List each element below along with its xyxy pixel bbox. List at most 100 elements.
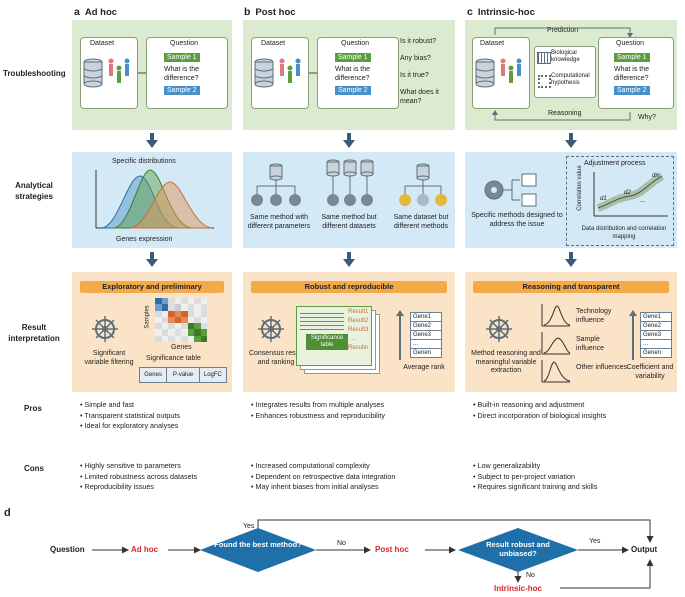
sample1-tag-b: Sample 1 — [335, 53, 371, 62]
post-question-1: Is it robust? — [400, 38, 437, 45]
panel-analytical-a — [72, 152, 232, 248]
significance-table: Genes P-value LogFC — [139, 367, 227, 383]
table-col-logfc: LogFC — [203, 372, 222, 378]
significance-table-label: Significance table — [146, 355, 201, 362]
gene-item: Gene3 — [641, 331, 671, 340]
down-arrow-icon — [565, 259, 577, 267]
consensus-label: Consensus result and ranking — [248, 350, 304, 366]
connector-a — [137, 72, 147, 74]
flow-intrinsic: Intrinsic-hoc — [494, 584, 543, 593]
result-n: Resultn — [348, 345, 369, 351]
gene-item: Gene2 — [641, 322, 671, 331]
sample1-tag-a: Sample 1 — [164, 53, 200, 62]
gene-item: Genen — [643, 350, 662, 356]
gene-item: Gene1 — [641, 313, 671, 322]
d2-label: d2 — [624, 190, 631, 196]
cons-item: May inherit biases from initial analyses — [251, 482, 395, 493]
gene-item: Gene3 — [411, 331, 441, 340]
influence-curves — [541, 304, 571, 383]
same-dataset-label: Same dataset but different methods — [393, 214, 449, 230]
arrow-shaft — [347, 252, 351, 260]
significant-filtering-label: Significant variable filtering — [84, 350, 134, 366]
cons-item: Dependent on retrospective data integrat… — [251, 472, 396, 483]
down-arrow-icon — [343, 140, 355, 148]
question-box-b — [317, 37, 399, 109]
dataset-label-b: Dataset — [261, 40, 286, 47]
row-label-analytical: Analytical strategies — [15, 181, 53, 201]
data-distribution-label: Data distribution and correlation mappin… — [581, 226, 667, 240]
question-box-a — [146, 37, 228, 109]
comp-hypothesis-label: Computational hypothesis — [551, 73, 590, 86]
database-people-icon — [475, 58, 522, 88]
diff-text-c: What is the difference? — [614, 66, 650, 82]
heatmap — [155, 298, 207, 342]
database-people-icon — [254, 58, 301, 88]
flowchart — [92, 519, 654, 589]
gene-item: Gene2 — [411, 322, 441, 331]
pros-item: Built-in reasoning and adjustment — [473, 400, 606, 411]
pros-list-b: Integrates results from multiple analyse… — [251, 400, 385, 421]
cons-item: Limited robustness across datasets — [80, 472, 198, 483]
flow-question: Question — [50, 545, 85, 554]
prediction-reasoning-arrows — [492, 27, 633, 121]
up-arrow-icon — [629, 310, 637, 316]
other-influences-label: Other influences — [576, 364, 627, 371]
correlation-value-label: Correlation value — [577, 165, 583, 211]
gene-item: ... — [411, 340, 441, 349]
cons-list-a: Highly sensitive to parameters Limited r… — [80, 461, 198, 493]
rank-arrow-shaft — [399, 316, 401, 360]
question-label-a: Question — [170, 40, 199, 47]
helm-icon — [486, 316, 512, 342]
arrow-shaft — [150, 252, 154, 260]
flow-robust-decision[interactable]: Result robust and unbiased? — [486, 540, 550, 558]
specific-method-icon — [484, 173, 537, 207]
cons-item: Requires significant training and skills — [473, 482, 598, 493]
diff-text-a: What is the difference? — [164, 66, 200, 82]
flow-yes-label: Yes — [243, 523, 255, 530]
gene-item: ... — [641, 340, 671, 349]
method-reasoning-label: Method reasoning and meaningful variable… — [471, 350, 541, 374]
samples-label: Samples — [144, 305, 151, 329]
pros-item: Simple and fast — [80, 400, 180, 411]
technology-influence-label: Technology influence — [576, 308, 612, 324]
pros-item: Transparent statistical outputs — [80, 411, 180, 422]
panel-analytical-c — [465, 152, 677, 248]
dataset-label-a: Dataset — [90, 40, 115, 47]
flow-found-decision[interactable]: Found the best method? — [214, 540, 302, 549]
arrow-shaft — [569, 133, 573, 141]
coefficient-label: Coefficient and variability — [626, 364, 674, 380]
genes-expression-label: Genes expression — [116, 236, 173, 243]
down-arrow-icon — [146, 140, 158, 148]
helm-icon — [258, 316, 284, 342]
result-1: Result1 — [348, 309, 369, 315]
d1-label: d1 — [600, 196, 607, 202]
sample1-tag-c: Sample 1 — [614, 53, 650, 62]
flow-yes2-label: Yes — [589, 538, 601, 545]
specific-methods-label: Specific methods designed to address the… — [471, 212, 563, 228]
row-label-result: Result interpretation — [8, 323, 60, 343]
result-lines — [300, 312, 344, 330]
adjustment-box — [566, 156, 674, 246]
down-arrow-icon — [343, 259, 355, 267]
specific-distributions-label: Specific distributions — [112, 158, 176, 165]
cons-item: Low generalizability — [473, 461, 597, 472]
bio-knowledge-label: Biological knowledge — [551, 50, 580, 63]
dots-label: ... — [640, 198, 646, 204]
connector-b — [308, 72, 318, 74]
gene-item: Gene1 — [411, 313, 441, 322]
gene-list-c: Gene1 Gene2 Gene3 ... Genen — [640, 312, 672, 358]
result-bar-a: Exploratory and preliminary — [80, 281, 224, 293]
pros-item: Enhances robustness and reproducibility — [251, 411, 385, 422]
post-hoc-strategies — [251, 159, 447, 206]
arrow-shaft — [347, 133, 351, 141]
post-question-3: Is it true? — [400, 72, 429, 79]
result-3: Result3 — [348, 327, 369, 333]
pros-item: Direct incorporation of biological insig… — [473, 411, 607, 422]
coef-arrow-shaft — [632, 316, 634, 360]
cons-list-b: Increased computational complexity Depen… — [251, 461, 396, 493]
table-col-pvalue: P-value — [167, 368, 200, 382]
sample2-tag-c: Sample 2 — [614, 86, 650, 95]
down-arrow-icon — [565, 140, 577, 148]
